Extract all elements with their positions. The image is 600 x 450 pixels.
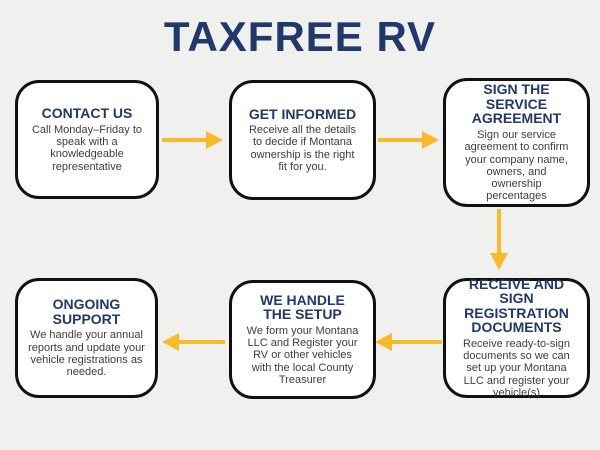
step-title-get-informed: GET INFORMED (248, 105, 357, 122)
flow-arrow-left-1-icon (375, 333, 442, 351)
arrow-shaft (162, 138, 208, 142)
step-description-sign-service-agreement: Sign our service agreement to confirm yo… (464, 128, 569, 203)
step-title-we-handle-the-setup: WE HANDLE THE SETUP (260, 291, 345, 323)
step-description-we-handle-the-setup: We form your Montana LLC and Register yo… (246, 324, 359, 387)
step-title-ongoing-support: ONGOING SUPPORT (52, 296, 121, 327)
step-description-ongoing-support: We handle your annual reports and update… (28, 329, 145, 379)
step-box-sign-service-agreement: SIGN THE SERVICE AGREEMENT Sign our serv… (443, 78, 590, 207)
step-description-get-informed: Receive all the details to decide if Mon… (248, 124, 356, 174)
flow-arrow-down-icon (489, 209, 509, 271)
arrow-head (375, 333, 392, 351)
arrow-shaft (177, 340, 225, 344)
flow-arrow-right-1-icon (162, 131, 223, 149)
step-box-we-handle-the-setup: WE HANDLE THE SETUP We form your Montana… (229, 280, 376, 399)
arrow-shaft (390, 340, 442, 344)
step-title-sign-service-agreement: SIGN THE SERVICE AGREEMENT (471, 81, 562, 127)
arrow-head (206, 131, 223, 149)
step-title-receive-sign-registration-documents: RECEIVE AND SIGN REGISTRATION DOCUMENTS (464, 275, 569, 336)
flow-arrow-right-2-icon (378, 131, 439, 149)
arrow-head (490, 253, 508, 270)
step-description-receive-sign-registration-documents: Receive ready-to-sign documents so we ca… (463, 337, 570, 400)
step-title-contact-us: CONTACT US (41, 105, 133, 122)
step-box-get-informed: GET INFORMED Receive all the details to … (229, 80, 376, 200)
arrow-head (162, 333, 179, 351)
arrow-shaft (497, 209, 501, 255)
flow-arrow-left-2-icon (162, 333, 225, 351)
step-box-receive-sign-registration-documents: RECEIVE AND SIGN REGISTRATION DOCUMENTS … (443, 275, 590, 400)
step-box-contact-us: CONTACT US Call Monday–Friday to speak w… (15, 80, 159, 199)
page-title: TAXFREE RV (163, 13, 437, 60)
arrow-shaft (378, 138, 424, 142)
step-description-contact-us: Call Monday–Friday to speak with a knowl… (31, 123, 143, 173)
step-box-ongoing-support: ONGOING SUPPORT We handle your annual re… (15, 278, 158, 398)
arrow-head (422, 131, 439, 149)
